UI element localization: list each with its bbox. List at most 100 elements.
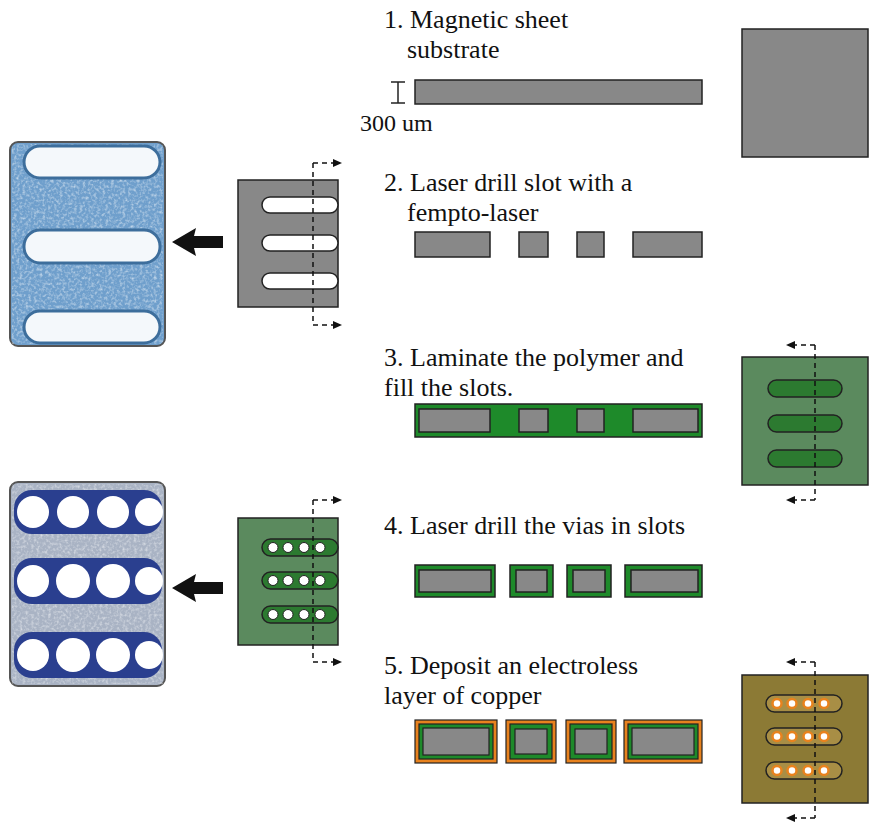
section-piece	[519, 232, 548, 257]
filled-slot	[768, 450, 842, 467]
plated-via	[788, 699, 797, 708]
section-core	[419, 570, 491, 592]
micrograph-slots	[10, 142, 165, 346]
cut-line	[794, 499, 815, 501]
via	[315, 610, 325, 620]
micrograph-hole	[57, 496, 89, 528]
step-label: 4. Laser drill the vias in slots	[384, 511, 754, 541]
cut-line	[794, 344, 815, 346]
via-slots	[262, 539, 338, 623]
plated-via	[820, 699, 829, 708]
via	[283, 576, 293, 586]
micrograph-hole	[96, 564, 130, 598]
slot	[262, 235, 338, 251]
micrograph-hole	[17, 639, 49, 671]
polymer-layer	[570, 724, 612, 759]
micrograph-hole	[97, 496, 129, 528]
via	[315, 576, 325, 586]
via	[315, 543, 325, 553]
cut-arrowhead	[333, 321, 342, 329]
section-core	[632, 728, 694, 755]
cut-arrowhead	[333, 496, 342, 504]
micrograph-slot	[24, 146, 160, 178]
micrograph-texture	[12, 144, 163, 344]
copper-layer	[506, 720, 556, 763]
cut-arrowhead	[333, 159, 342, 167]
plated-slot	[766, 728, 842, 745]
plated-via	[820, 732, 829, 741]
micrograph-bands	[14, 490, 162, 678]
dimension-label: 300 um	[360, 108, 433, 138]
via	[283, 610, 293, 620]
cut-line	[794, 817, 815, 819]
micrograph-holes	[17, 496, 163, 672]
section-piece	[415, 232, 490, 257]
section-piece	[419, 409, 490, 432]
micrograph-hole	[135, 567, 163, 595]
copper-layer	[624, 720, 702, 763]
section-core	[631, 570, 698, 592]
section-core	[423, 728, 489, 755]
via-slot	[262, 606, 338, 623]
plated-slot	[766, 695, 842, 712]
step-label: 1. Magnetic sheet substrate	[384, 5, 636, 65]
filled-slots	[768, 380, 842, 467]
section-cut-line	[794, 662, 815, 818]
plated-via	[788, 766, 797, 775]
section-piece	[633, 232, 702, 257]
section-core	[573, 570, 605, 592]
cut-arrowhead	[786, 658, 795, 666]
slot	[262, 273, 338, 289]
slotted-top-view	[238, 180, 338, 307]
via	[299, 576, 309, 586]
via-slot	[262, 539, 338, 556]
thickness-bracket	[391, 82, 405, 103]
cut-line	[313, 162, 334, 164]
plated-section	[415, 720, 702, 763]
cut-arrowhead	[786, 814, 795, 822]
laminated-section	[415, 404, 702, 437]
slots	[262, 197, 338, 289]
drilled-section	[415, 565, 702, 597]
micrograph-band	[14, 558, 162, 604]
plated-via	[788, 732, 797, 741]
cut-arrowhead	[786, 341, 795, 349]
substrate-section	[415, 80, 702, 104]
plated-via	[773, 766, 782, 775]
via	[268, 576, 278, 586]
plated-via	[804, 699, 813, 708]
vias	[268, 543, 325, 620]
laminated-top-view	[742, 357, 868, 485]
polymer-layer	[628, 724, 698, 759]
via-slot	[262, 572, 338, 589]
via	[268, 610, 278, 620]
plated-via	[773, 732, 782, 741]
copper-layer	[566, 720, 616, 763]
slot	[262, 197, 338, 213]
micrograph-band	[14, 490, 162, 534]
section-core	[575, 729, 607, 754]
micrograph-vias	[10, 482, 165, 686]
copper-layer	[415, 720, 497, 763]
section-piece	[625, 565, 702, 597]
section-piece	[415, 565, 495, 597]
section-core	[516, 570, 547, 592]
section-cut-line	[794, 345, 815, 500]
plated-slots	[766, 695, 842, 779]
cut-arrowhead	[333, 658, 342, 666]
micrograph-hole	[17, 496, 49, 528]
step-label: 5. Deposit an electroless layer of coppe…	[384, 651, 696, 711]
micrograph-hole	[135, 641, 163, 669]
section-cut-line	[313, 163, 334, 325]
via	[299, 610, 309, 620]
micrograph-band	[14, 632, 162, 678]
filled-slot	[768, 380, 842, 397]
substrate-top-view	[742, 29, 868, 157]
cut-line	[814, 662, 816, 818]
section-piece	[633, 409, 698, 432]
micrograph-hole	[96, 638, 130, 672]
step-label: 2. Laser drill slot with a fempto-laser	[384, 168, 696, 228]
micrograph-hole	[135, 498, 163, 526]
step-label: 3. Laminate the polymer and fill the slo…	[384, 343, 696, 403]
micrograph-hole	[56, 564, 90, 598]
